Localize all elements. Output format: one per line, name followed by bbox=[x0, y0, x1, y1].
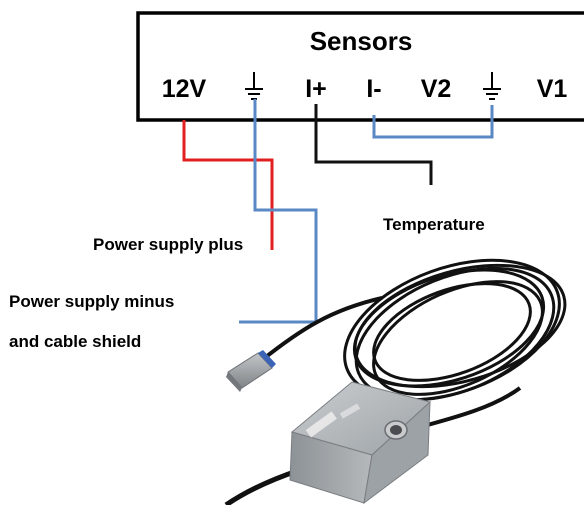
temperature-wire bbox=[314, 104, 433, 185]
power-plus-wire bbox=[182, 120, 274, 250]
terminal-i-plus: I+ bbox=[305, 75, 327, 103]
power-minus-wire bbox=[239, 99, 318, 324]
sensor-illustration bbox=[224, 258, 567, 505]
terminal-v2: V2 bbox=[421, 75, 452, 103]
sensor-terminal-block: Sensors 12V ⏚ I+ I- V2 ⏚ V1 bbox=[136, 11, 584, 122]
cable-gland bbox=[384, 420, 408, 440]
temperature-label: Temperature bbox=[383, 215, 485, 234]
sensor-enclosure-icon bbox=[289, 381, 432, 505]
ground-icon: ⏚ bbox=[245, 72, 263, 100]
terminal-v1: V1 bbox=[537, 75, 568, 103]
terminal-i-minus: I- bbox=[366, 75, 381, 103]
v2-ground-link-wire bbox=[372, 105, 494, 139]
terminal-block-title: Sensors bbox=[310, 26, 413, 56]
ground-icon: ⏚ bbox=[483, 72, 501, 100]
temperature-probe-icon bbox=[226, 350, 276, 392]
wires bbox=[182, 99, 494, 324]
power-supply-plus-label: Power supply plus bbox=[93, 235, 243, 254]
power-supply-minus-label-line1: Power supply minus bbox=[9, 292, 174, 311]
terminal-block-frame bbox=[136, 11, 584, 122]
terminal-12v: 12V bbox=[162, 75, 207, 103]
power-supply-minus-label-line2: and cable shield bbox=[9, 332, 141, 351]
probe-cable bbox=[260, 296, 383, 362]
output-cable bbox=[224, 467, 301, 505]
cable-coil bbox=[343, 258, 567, 402]
